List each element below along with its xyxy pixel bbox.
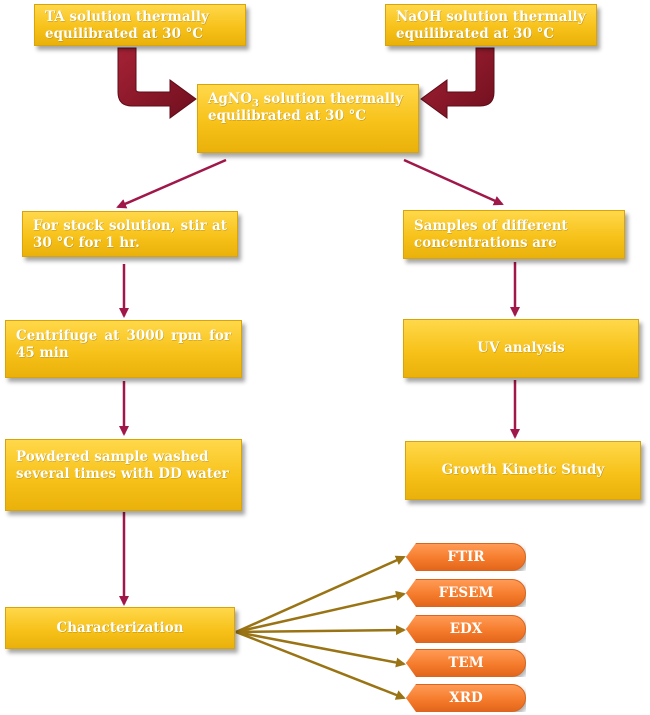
samples-box: Samples of different concentrations are — [403, 210, 625, 259]
block-arrow-left — [117, 47, 197, 119]
arrow-agno3-to-stock — [116, 158, 227, 209]
arrow-to-edx — [235, 625, 406, 636]
growth-kinetic-box: Growth Kinetic Study — [405, 441, 641, 500]
arrow-to-xrd — [235, 630, 406, 700]
agno3-subscript: 3 — [252, 98, 259, 110]
technique-tem: TEM — [406, 649, 526, 677]
uv-analysis-box: UV analysis — [403, 319, 639, 378]
characterization-box: Characterization — [5, 607, 235, 649]
centrifuge-box: Centrifuge at 3000 rpm for 45 min — [5, 320, 242, 378]
agno3-text: solution thermally equilibrated at 30 °C — [208, 91, 404, 124]
ta-solution-box: TA solution thermally equilibrated at 30… — [34, 4, 246, 46]
technique-xrd: XRD — [406, 684, 526, 712]
arrow-to-tem — [235, 630, 406, 668]
arrow-agno3-to-samples — [403, 158, 504, 206]
arrow-to-fesem — [235, 590, 406, 634]
agno3-formula: AgNO — [208, 91, 253, 107]
agno3-solution-box: AgNO3 solution thermally equilibrated at… — [197, 84, 419, 153]
arrow-to-ftir — [235, 555, 406, 634]
stock-solution-box: For stock solution, stir at 30 °C for 1 … — [22, 211, 238, 257]
block-arrow-right — [420, 47, 495, 119]
powdered-sample-box: Powdered sample washed several times wit… — [5, 439, 242, 511]
naoh-solution-box: NaOH solution thermally equilibrated at … — [385, 4, 597, 46]
technique-edx: EDX — [406, 615, 526, 643]
technique-ftir: FTIR — [406, 543, 526, 571]
technique-fesem: FESEM — [406, 579, 526, 607]
